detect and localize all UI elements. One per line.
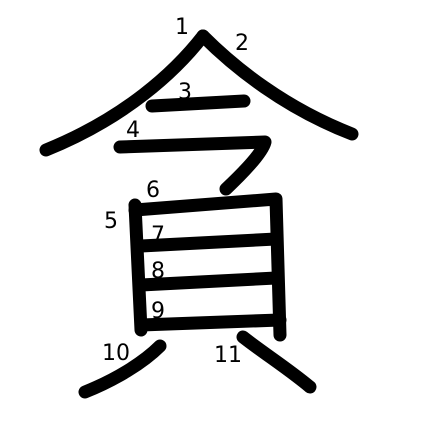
stroke-3 <box>145 94 251 113</box>
stroke-number-5: 5 <box>104 209 118 234</box>
stroke-number-4: 4 <box>126 118 140 143</box>
stroke-number-labels: 1 2 3 4 5 6 7 8 9 10 11 <box>102 15 249 368</box>
stroke-11 <box>236 330 317 394</box>
stroke-number-7: 7 <box>151 223 165 248</box>
stroke-8 <box>134 271 283 292</box>
stroke-number-6: 6 <box>146 178 160 203</box>
stroke-number-2: 2 <box>235 31 249 56</box>
stroke-2 <box>196 29 359 141</box>
stroke-9 <box>134 313 287 332</box>
stroke-number-8: 8 <box>151 259 165 284</box>
stroke-number-1: 1 <box>175 15 189 40</box>
stroke-6 <box>128 192 287 342</box>
stroke-1 <box>39 29 210 157</box>
stroke-10 <box>78 339 167 399</box>
stroke-7 <box>134 232 283 253</box>
stroke-4 <box>113 135 272 196</box>
character-strokes <box>39 29 359 399</box>
stroke-5 <box>128 198 148 337</box>
stroke-number-3: 3 <box>178 80 192 105</box>
stroke-number-9: 9 <box>151 299 165 324</box>
stroke-number-11: 11 <box>214 343 242 368</box>
stroke-number-10: 10 <box>102 341 130 366</box>
